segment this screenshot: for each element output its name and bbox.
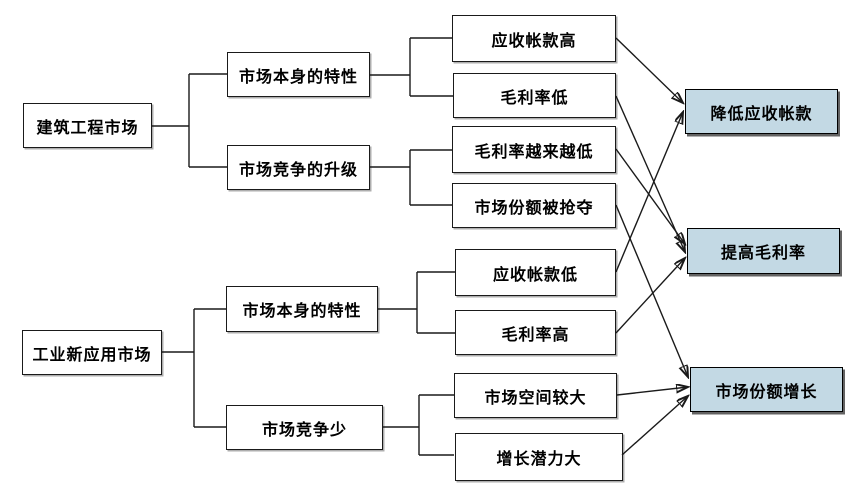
- arrow-declining-margin-to-raise-margin: [615, 148, 685, 244]
- tree-connector-traits-construction: [370, 37, 453, 97]
- arrow-growth-potential-to-grow-share: [621, 396, 688, 456]
- tree-connector-low-competition: [383, 394, 454, 456]
- node-market-competition-upgrade: 市场竞争的升级: [227, 145, 370, 190]
- tree-connector-competition-upgrade: [370, 149, 452, 206]
- node-high-accounts-receivable: 应收帐款高: [452, 15, 616, 62]
- node-market-inherent-traits-construction: 市场本身的特性: [227, 52, 370, 97]
- node-low-gross-margin: 毛利率低: [453, 73, 616, 118]
- goal-grow-market-share: 市场份额增长: [690, 367, 843, 412]
- arrow-market-space-to-grow-share: [616, 387, 688, 396]
- arrow-low-ar-to-reduce-ar: [615, 112, 683, 273]
- node-large-market-space: 市场空间较大: [454, 373, 617, 418]
- node-high-growth-potential: 增长潜力大: [455, 433, 623, 481]
- node-high-gross-margin: 毛利率高: [455, 310, 616, 355]
- tree-connector-traits-industrial: [378, 271, 455, 334]
- arrow-high-margin-to-raise-margin: [615, 258, 685, 334]
- arrow-high-ar-to-reduce-ar: [615, 37, 683, 103]
- node-market-share-seized: 市场份额被抢夺: [452, 183, 616, 228]
- node-low-accounts-receivable: 应收帐款低: [455, 249, 616, 296]
- tree-connector-industrial: [162, 308, 226, 428]
- node-market-inherent-traits-industrial: 市场本身的特性: [226, 286, 378, 332]
- node-low-market-competition: 市场竞争少: [226, 405, 383, 450]
- goal-reduce-accounts-receivable: 降低应收帐款: [685, 89, 838, 134]
- node-construction-market: 建筑工程市场: [23, 103, 152, 148]
- arrow-share-seized-to-grow-share: [615, 204, 688, 377]
- tree-connector-construction: [152, 73, 227, 168]
- node-gross-margin-declining: 毛利率越来越低: [452, 126, 616, 173]
- goal-increase-gross-margin: 提高毛利率: [687, 228, 840, 274]
- arrow-low-margin-to-raise-margin: [615, 95, 685, 252]
- node-industrial-new-application-market: 工业新应用市场: [22, 330, 162, 375]
